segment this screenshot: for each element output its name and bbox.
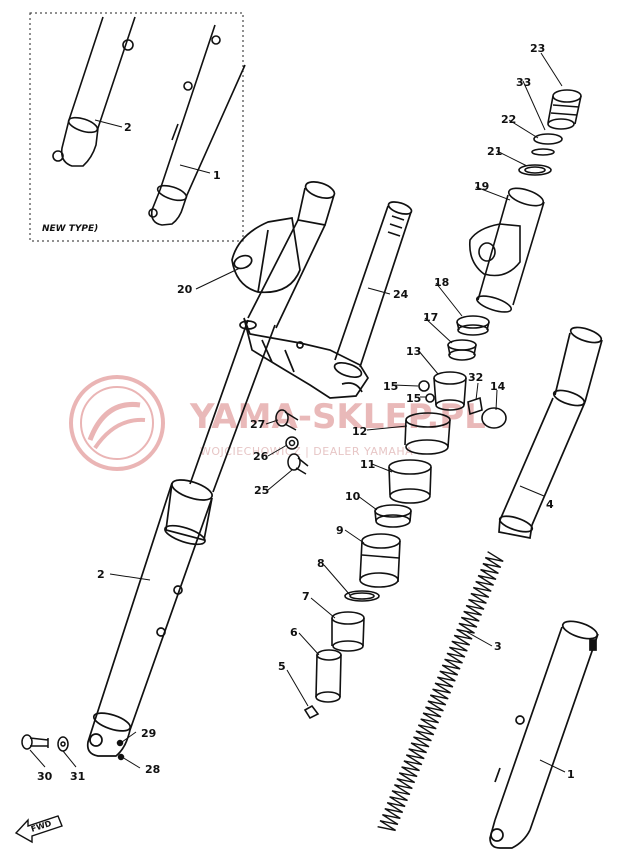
outer-tube-left [86,479,213,757]
new-type-label: NEW TYPE) [42,224,98,234]
callout-11: 11 [360,458,375,471]
forward-arrow-icon: FWD [14,815,63,844]
callout-30: 30 [37,770,53,783]
callout-5: 5 [278,660,286,673]
callout-19: 19 [474,180,489,193]
watermark-title: YAMA-SKLEP.PL [189,397,486,437]
callout-23: 23 [530,42,545,55]
callout-29: 29 [141,727,156,740]
callout-8: 8 [317,557,325,570]
callout-10: 10 [345,490,361,503]
watermark-subtitle: WOJCIECHOWICZ | DEALER YAMAHA [200,445,413,458]
callout-6: 6 [290,626,298,639]
steering-stem [334,201,413,368]
callout-31: 31 [70,770,85,783]
inner-tube-left [189,319,276,493]
callout-22: 22 [501,113,516,126]
outer-tube-right [489,620,599,849]
callout-15-a: 15 [383,380,398,393]
inset-outer-tube-2 [52,16,136,167]
callout-15-b: 15 [406,392,421,405]
callout-24: 24 [393,288,409,301]
inner-tube-right [498,326,603,540]
lower-bracket [239,317,370,399]
callout-4: 4 [546,498,554,511]
callout-21: 21 [487,145,502,158]
small-parts-stack [303,89,582,720]
callout-26: 26 [253,450,269,463]
callout-12: 12 [352,425,367,438]
callout-17: 17 [423,311,438,324]
callout-3: 3 [494,640,502,653]
callout-28: 28 [145,763,160,776]
inset-outer-tube-1 [148,24,246,226]
callout-25: 25 [254,484,269,497]
callout-2-inset: 2 [124,121,132,134]
callout-7: 7 [302,590,310,603]
callout-13: 13 [406,345,421,358]
leader-lines [29,52,566,773]
pinch-bolts [275,409,309,475]
callout-1: 1 [567,768,575,781]
upper-bracket [231,181,336,329]
callout-33: 33 [516,76,531,89]
fork-spring [377,551,504,832]
callout-27: 27 [250,418,265,431]
new-type-inset: NEW TYPE) [29,12,246,242]
callout-32: 32 [468,371,483,384]
callout-1-inset: 1 [213,169,221,182]
callouts: 1 1 2 2 3 4 5 6 7 8 9 10 11 12 13 14 15 … [37,42,575,783]
callout-14: 14 [490,380,506,393]
callout-2: 2 [97,568,105,581]
callout-18: 18 [434,276,449,289]
callout-9: 9 [336,524,344,537]
watermark-logo [69,375,165,471]
callout-20: 20 [177,283,193,296]
